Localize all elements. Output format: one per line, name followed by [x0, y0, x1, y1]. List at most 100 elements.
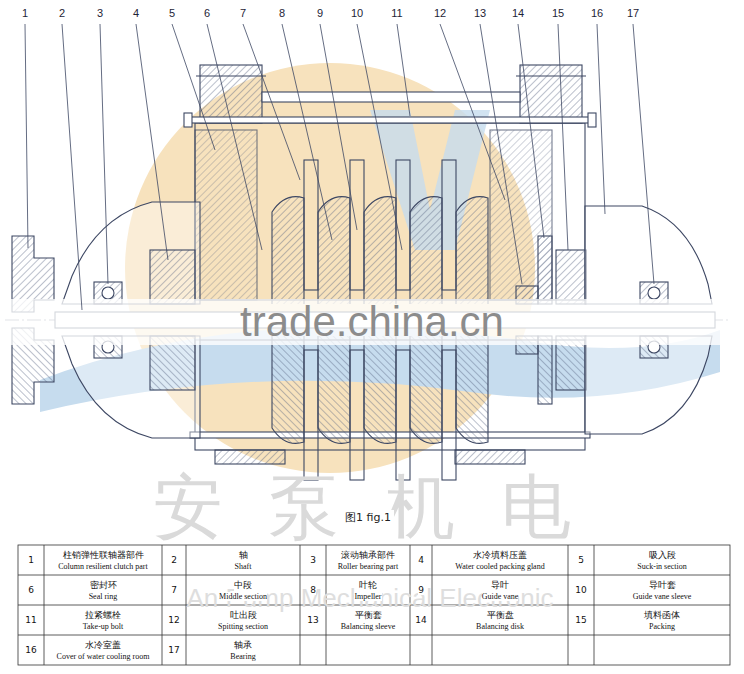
guide-vane: [442, 160, 456, 290]
part-name-zh: 叶轮: [359, 579, 377, 592]
callout-number: 13: [473, 7, 487, 19]
part-name-zh: 水冷室盖: [85, 639, 121, 652]
part-name-en: Take-up bolt: [83, 622, 124, 631]
bearing-roller: [102, 287, 114, 299]
table-number: 11: [25, 615, 36, 625]
suction-section: [195, 130, 257, 300]
part-name-zh: 吐出段: [230, 609, 257, 622]
table-number: 10: [575, 585, 586, 595]
leader-line: [100, 24, 108, 284]
part-name-zh: 轴承: [234, 639, 252, 652]
bolt-nut: [588, 113, 596, 127]
guide-vane: [350, 160, 364, 290]
table-number: 15: [575, 615, 586, 625]
part-name-zh: 密封环: [90, 579, 117, 592]
leader-line: [207, 24, 262, 250]
leader-line: [440, 24, 505, 200]
packing-box: [556, 250, 586, 304]
part-name-en: Suck-in section: [637, 562, 687, 571]
part-name-en: Packing: [649, 622, 675, 631]
impeller: [364, 197, 396, 304]
part-name-en: Bearing: [230, 652, 255, 661]
nozzle-flange: [196, 75, 266, 76]
table-number: 12: [168, 615, 179, 625]
callout-number: 15: [551, 7, 565, 19]
part-name-en: Spitting section: [218, 622, 268, 631]
callout-number: 10: [350, 7, 364, 19]
table-number: 6: [28, 585, 34, 595]
part-name-zh: 填料函体: [644, 609, 680, 622]
part-name-en: Guide vane: [482, 592, 519, 601]
table-number: 4: [418, 555, 424, 565]
part-name-zh: 轴: [239, 549, 248, 562]
part-name-zh: 导叶: [491, 579, 509, 592]
table-number: 13: [307, 615, 318, 625]
pump-inner-parts: [12, 160, 712, 312]
callout-number: 6: [203, 7, 211, 19]
table-number: 17: [168, 645, 179, 655]
callout-number: 7: [239, 7, 247, 19]
leader-line: [633, 24, 654, 284]
leader-line: [558, 24, 568, 250]
table-number: 8: [310, 585, 316, 595]
table-number: 9: [418, 585, 424, 595]
leader-line: [480, 24, 522, 284]
parts-table-grid: [18, 545, 730, 665]
leader-line: [25, 24, 28, 248]
bearing-dome: [62, 202, 200, 304]
impeller: [318, 197, 350, 304]
part-name-en: Shaft: [235, 562, 252, 571]
part-name-zh: 滚动轴承部件: [341, 549, 395, 562]
callout-number: 17: [626, 7, 640, 19]
table-border: [18, 545, 730, 665]
impeller: [272, 197, 304, 304]
part-name-zh: 中段: [234, 579, 252, 592]
top-rail: [262, 92, 520, 102]
leader-line: [518, 24, 544, 238]
leader-line: [172, 24, 215, 150]
pump-foot: [455, 450, 525, 464]
callout-number: 3: [96, 7, 104, 19]
watermark-text: trade.china.cn: [240, 298, 504, 346]
bearing-roller: [648, 287, 660, 299]
leader-lines: [25, 24, 654, 310]
packing-gland: [150, 250, 195, 304]
table-number: 2: [171, 555, 177, 565]
bolt-nut: [184, 113, 192, 127]
table-number: 1: [28, 555, 34, 565]
table-rule: [18, 575, 730, 576]
part-name-en: Middle section: [219, 592, 267, 601]
suction-nozzle: [200, 65, 262, 123]
table-rule: [162, 545, 163, 665]
impeller: [410, 197, 442, 304]
callout-number: 9: [316, 7, 324, 19]
table-rule: [44, 545, 45, 665]
leader-line: [357, 24, 402, 250]
leader-line: [397, 24, 410, 116]
table-number: 16: [25, 645, 36, 655]
callout-number: 1: [21, 7, 29, 19]
part-name-zh: 导叶套: [649, 579, 676, 592]
part-name-en: Roller bearing part: [338, 562, 398, 571]
pump-foot: [215, 450, 285, 464]
part-name-en: Water cooled packing gland: [455, 562, 544, 571]
pump-inner-parts-lower: [12, 328, 712, 480]
leader-line: [243, 24, 300, 180]
part-name-zh: 平衡套: [355, 609, 382, 622]
callout-number: 4: [132, 7, 140, 19]
table-number: 7: [171, 585, 177, 595]
figure-caption: 图1 fig.1: [342, 510, 394, 525]
guide-vane: [396, 160, 410, 290]
callout-number: 16: [590, 7, 604, 19]
watermark-text: 安泵机电: [153, 461, 617, 555]
part-name-en: Balancing disk: [476, 622, 524, 631]
impeller: [456, 197, 488, 304]
balancing-disk: [538, 236, 552, 304]
leader-line: [136, 24, 168, 260]
watermark-band: [0, 299, 744, 345]
callout-number: 2: [58, 7, 66, 19]
leader-line: [62, 24, 82, 310]
nozzle-flange: [516, 75, 586, 76]
leader-line: [320, 24, 357, 230]
